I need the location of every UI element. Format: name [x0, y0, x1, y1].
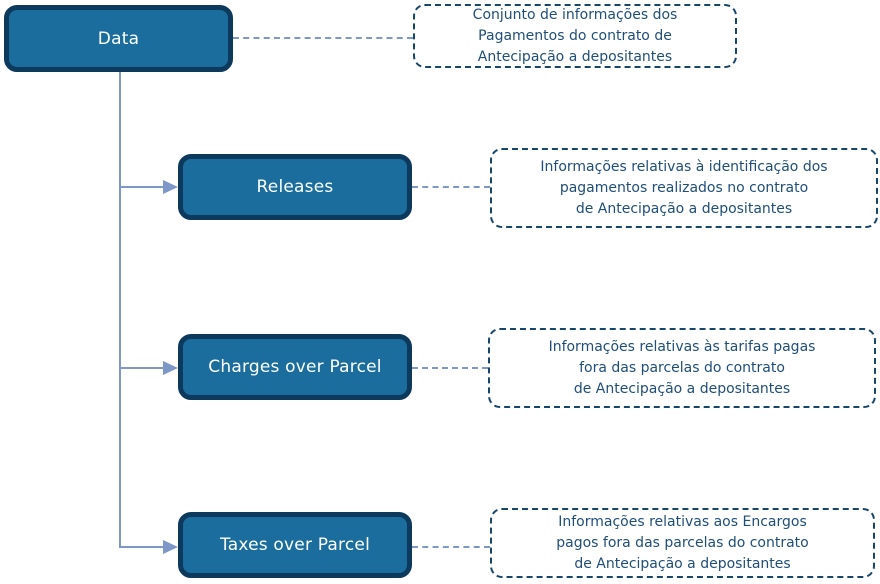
note-text: Informações relativas à identificação do… [540, 158, 828, 217]
arrowhead-right-icon [163, 180, 178, 194]
branch-line-releases [120, 186, 164, 188]
node-charges-over-parcel: Charges over Parcel [178, 334, 412, 400]
node-taxes-over-parcel: Taxes over Parcel [178, 512, 412, 578]
note-text: Informações relativas às tarifas pagas f… [548, 338, 816, 397]
branch-line-charges [120, 367, 164, 369]
dashed-connector-data-note [233, 37, 413, 39]
node-releases: Releases [178, 154, 412, 220]
note-text: Informações relativas aos Encargos pagos… [556, 513, 809, 572]
node-label: Data [97, 28, 140, 49]
note-taxes-over-parcel: Informações relativas aos Encargos pagos… [490, 508, 875, 578]
arrowhead-right-icon [163, 361, 178, 375]
note-charges-over-parcel: Informações relativas às tarifas pagas f… [488, 328, 876, 408]
dashed-connector-charges-note [412, 367, 488, 369]
note-text: Conjunto de informações dos Pagamentos d… [472, 6, 678, 65]
arrowhead-right-icon [163, 540, 178, 554]
note-releases: Informações relativas à identificação do… [490, 148, 878, 228]
dashed-connector-taxes-note [412, 546, 490, 548]
node-label: Releases [256, 177, 334, 197]
node-data: Data [4, 5, 233, 72]
dashed-connector-releases-note [412, 186, 490, 188]
branch-line-taxes [120, 546, 164, 548]
note-data: Conjunto de informações dos Pagamentos d… [413, 4, 737, 68]
node-label: Charges over Parcel [208, 357, 382, 377]
node-label: Taxes over Parcel [219, 535, 370, 555]
trunk-connector-line [119, 72, 121, 548]
